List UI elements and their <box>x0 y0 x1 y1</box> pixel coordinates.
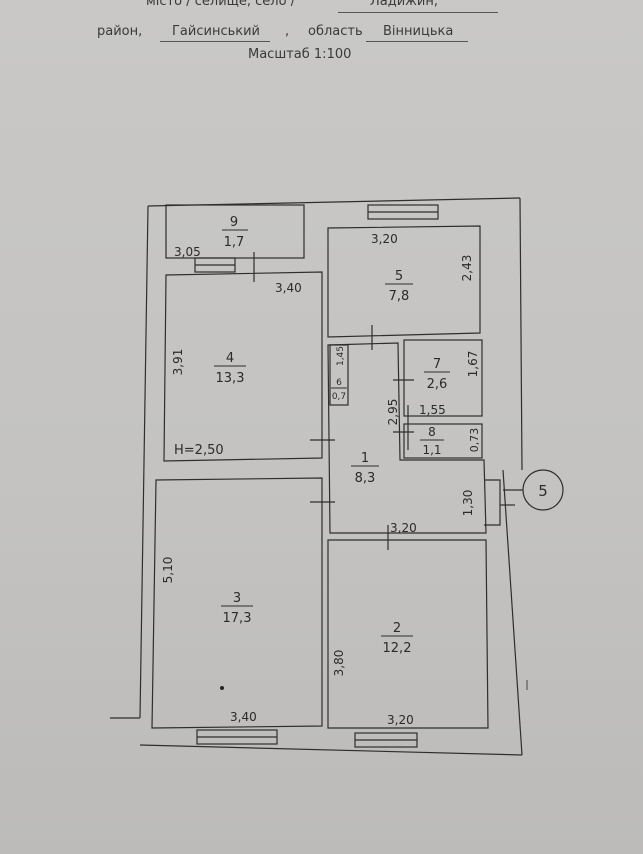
room-6-outline <box>329 344 349 406</box>
room-7-outline <box>403 339 483 417</box>
room-5-number: 5 <box>395 269 403 284</box>
dim-3-80: 3,80 <box>332 650 346 677</box>
marker-dot <box>220 686 224 690</box>
room-6-area: 0,7 <box>332 392 346 402</box>
height-label: H=2,50 <box>174 443 224 458</box>
room-7-area: 2,6 <box>427 377 448 392</box>
room-1-area: 8,3 <box>355 471 376 486</box>
location-value: Ладижин, <box>370 0 438 9</box>
outer-wall-left <box>139 205 149 719</box>
room-2-number: 2 <box>393 621 401 636</box>
room-2-area: 12,2 <box>383 641 412 656</box>
dim-3-40-bottom: 3,40 <box>230 710 257 724</box>
dim-3-05: 3,05 <box>174 245 201 259</box>
room-9-number: 9 <box>230 215 238 230</box>
room-8-area: 1,1 <box>422 443 441 457</box>
dim-1-67: 1,67 <box>466 351 480 378</box>
room-4-number: 4 <box>226 351 234 366</box>
region-label: область <box>308 24 363 39</box>
room-9-area: 1,7 <box>224 235 245 250</box>
room-1-number: 1 <box>361 451 369 466</box>
room-3-outline <box>151 477 323 729</box>
outer-wall-right-lower <box>502 469 523 756</box>
room-3-number: 3 <box>233 591 241 606</box>
room-1-outline <box>327 342 487 534</box>
dim-3-20-mid: 3,20 <box>390 521 417 535</box>
room-6-number: 6 <box>336 378 342 388</box>
room-5-area: 7,8 <box>389 289 410 304</box>
location-underline <box>338 12 498 13</box>
dim-3-91: 3,91 <box>171 349 185 376</box>
outer-wall-right <box>519 197 523 471</box>
dim-5-10: 5,10 <box>161 557 175 584</box>
scale-label: Масштаб 1:100 <box>248 47 352 62</box>
outer-wall-bottom <box>110 717 523 756</box>
dim-1-30: 1,30 <box>461 490 475 517</box>
location-prefix: місто / селище, село / <box>146 0 296 9</box>
region-value: Вінницька <box>383 24 454 39</box>
dim-0-73: 0,73 <box>468 428 481 453</box>
dim-3-20-bottom: 3,20 <box>387 713 414 727</box>
section-marker-label: 5 <box>538 482 548 500</box>
district-separator: , <box>285 24 290 39</box>
room-4-area: 13,3 <box>216 371 245 386</box>
entrance-door <box>484 479 501 526</box>
dim-3-40-top: 3,40 <box>275 281 302 295</box>
dim-1-45: 1,45 <box>336 346 346 366</box>
dim-1-55: 1,55 <box>419 403 446 417</box>
room-8-number: 8 <box>428 425 436 439</box>
room-8-outline <box>403 423 483 459</box>
region-underline <box>366 41 468 42</box>
room-7-number: 7 <box>433 357 441 372</box>
dim-2-43: 2,43 <box>460 255 474 282</box>
room-4-outline <box>163 271 323 462</box>
room-5-outline <box>327 225 481 338</box>
district-value: Гайсинський <box>172 24 260 39</box>
room-3-area: 17,3 <box>223 611 252 626</box>
district-label: район, <box>97 24 143 39</box>
district-underline <box>160 41 270 42</box>
dim-3-20-top: 3,20 <box>371 232 398 246</box>
room-2-outline <box>327 539 489 729</box>
dim-2-95: 2,95 <box>386 399 400 426</box>
